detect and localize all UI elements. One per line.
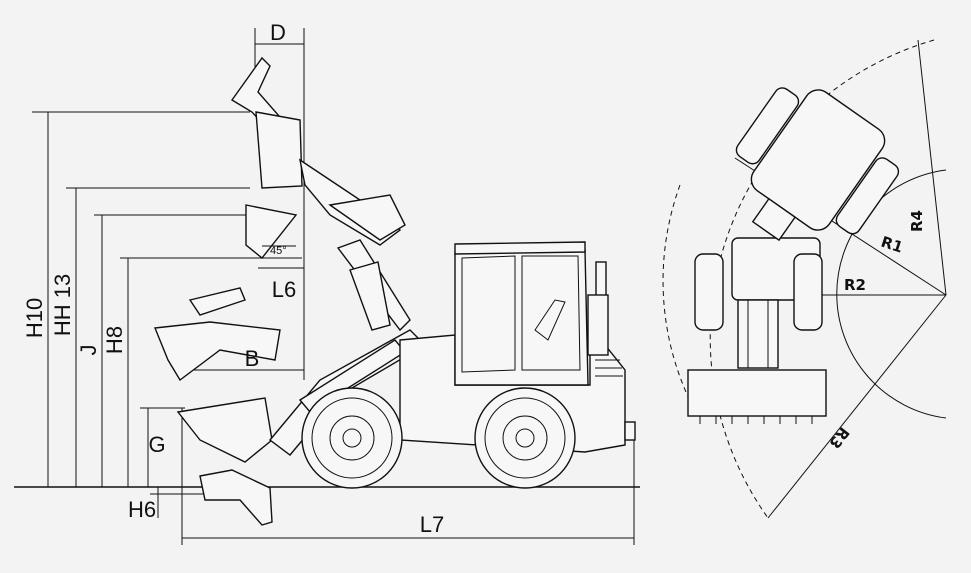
lift-arm-mid <box>336 239 411 332</box>
rear-hitch <box>624 421 636 441</box>
label-g: G <box>148 432 165 457</box>
label-l6: L6 <box>272 277 296 302</box>
rear-wheel <box>474 387 576 489</box>
cab-side-window <box>521 255 581 371</box>
label-d: D <box>270 20 286 45</box>
label-r2: R2 <box>844 276 866 294</box>
top-view: R1 R2 R3 R4 <box>662 39 947 519</box>
label-angle: 45° <box>270 245 287 257</box>
label-j: J <box>76 345 101 356</box>
r4-line <box>917 39 947 296</box>
inner-turning-arc <box>836 169 947 419</box>
seat <box>534 299 566 341</box>
label-h10: H10 <box>22 298 47 338</box>
bucket-dump-45 <box>245 204 298 259</box>
loader-top-straight <box>687 237 827 424</box>
r3-line <box>767 294 947 519</box>
exhaust-pipe <box>595 261 607 301</box>
label-hh13: HH 13 <box>50 274 75 336</box>
bucket-ground <box>176 397 273 463</box>
side-view: D H10 HH 13 J H8 L6 B G H6 L7 45° <box>14 20 640 545</box>
label-h6: H6 <box>128 497 156 522</box>
loader-top-articulated <box>735 87 900 242</box>
label-l7: L7 <box>420 512 444 537</box>
label-h8: H8 <box>102 326 127 354</box>
bucket-top <box>687 369 827 417</box>
label-r4: R4 <box>908 210 926 232</box>
inner-dashed-arc <box>662 184 701 421</box>
bucket-max-height <box>230 56 303 189</box>
cab-roof <box>454 241 586 255</box>
bucket-raised-arm <box>298 158 406 246</box>
label-r1: R1 <box>879 233 905 257</box>
engine-hood <box>587 294 609 356</box>
bucket-below-ground <box>199 469 273 526</box>
label-r3: R3 <box>825 424 853 452</box>
front-wheel <box>301 387 403 489</box>
label-b: B <box>245 346 260 371</box>
cab-front-window <box>461 255 516 373</box>
height-dimension-lines <box>32 111 302 518</box>
bucket-carry <box>154 287 281 382</box>
